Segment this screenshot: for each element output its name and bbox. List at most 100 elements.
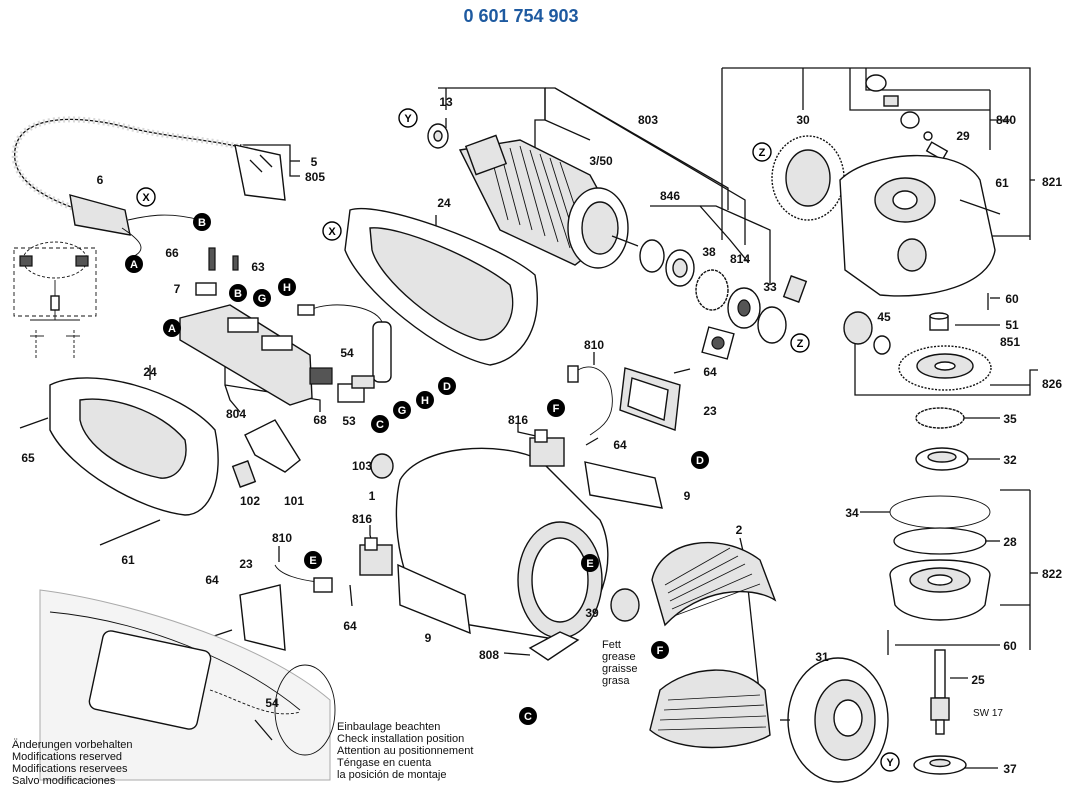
svg-text:Attention au positionnement: Attention au positionnement [337, 745, 473, 757]
marker-y-2: Y [880, 752, 900, 772]
svg-text:grease: grease [602, 651, 636, 663]
label-65: 65 [21, 451, 35, 465]
label-33: 33 [763, 280, 777, 294]
wiring-schematic [13, 241, 97, 360]
field-coil-lower [649, 669, 771, 749]
svg-text:Modifications reserved: Modifications reserved [12, 751, 122, 763]
label-23-upper: 23 [703, 404, 717, 418]
svg-text:X: X [328, 226, 336, 238]
label-45: 45 [877, 310, 891, 324]
label-810-lower: 810 [272, 531, 292, 545]
screws-65-61 [19, 417, 161, 546]
rings-846-38-814 [639, 239, 808, 360]
marker-f-1: F [547, 399, 565, 417]
label-821: 821 [1042, 175, 1062, 189]
rings-34-28 [889, 495, 991, 555]
svg-text:Check installation position: Check installation position [337, 733, 464, 745]
svg-text:G: G [398, 405, 407, 417]
svg-text:H: H [283, 282, 291, 294]
label-24-lower: 24 [143, 365, 157, 379]
label-846: 846 [660, 189, 680, 203]
brush-holder-816-lower [359, 537, 393, 576]
svg-text:H: H [421, 395, 429, 407]
label-23-lower: 23 [239, 557, 253, 571]
label-814: 814 [730, 252, 750, 266]
svg-text:A: A [130, 259, 138, 271]
bearing-flange-822 [887, 559, 991, 655]
label-39: 39 [585, 606, 599, 620]
label-2: 2 [736, 523, 743, 537]
power-cord [11, 116, 286, 259]
label-101: 101 [284, 494, 304, 508]
marker-z-1: Z [752, 142, 772, 162]
label-3-50: 3/50 [589, 154, 613, 168]
svg-text:grasa: grasa [602, 675, 630, 687]
svg-text:F: F [657, 645, 664, 657]
foil-9-lower [397, 563, 471, 635]
label-37: 37 [1003, 762, 1017, 776]
svg-text:Salvo modificaciones: Salvo modificaciones [12, 775, 116, 787]
label-34: 34 [845, 506, 859, 520]
label-60-bottom: 60 [1003, 639, 1017, 653]
svg-text:Z: Z [759, 147, 766, 159]
marker-a-2: A [163, 319, 181, 337]
marker-c-1: C [371, 415, 389, 433]
svg-text:E: E [309, 555, 316, 567]
label-53: 53 [342, 414, 356, 428]
label-54-upper: 54 [340, 346, 354, 360]
connection-markers: A B B A G H D H G C F D E E F C X X Y Y … [125, 108, 900, 772]
installation-note: Einbaulage beachten Check installation p… [337, 721, 473, 781]
marker-g-1: G [253, 289, 271, 307]
crown-gear-826 [898, 345, 992, 391]
label-61-bottom: 61 [121, 553, 135, 567]
label-30: 30 [796, 113, 810, 127]
svg-text:E: E [586, 558, 593, 570]
label-64-c: 64 [205, 573, 219, 587]
handle-housing-lower [49, 377, 219, 516]
sleeve-51 [929, 312, 949, 331]
marker-h-1: H [278, 278, 296, 296]
modifications-note: Änderungen vorbehalten Modifications res… [12, 739, 132, 787]
marker-d-2: D [691, 451, 709, 469]
svg-text:D: D [696, 455, 704, 467]
label-5: 5 [311, 155, 318, 169]
gear-head-housing [839, 154, 1001, 310]
svg-text:B: B [198, 217, 206, 229]
svg-text:Y: Y [404, 113, 412, 125]
svg-text:X: X [142, 192, 150, 204]
label-68: 68 [313, 413, 327, 427]
part-103 [370, 453, 394, 479]
grease-part-39 [610, 588, 640, 622]
marker-x-1: X [136, 187, 156, 207]
handle-housing-upper [344, 208, 538, 366]
marker-x-2: X [322, 221, 342, 241]
label-28: 28 [1003, 535, 1017, 549]
pinion-45 [843, 311, 891, 355]
marker-h-2: H [416, 391, 434, 409]
field-coil-upper [651, 541, 777, 627]
label-803: 803 [638, 113, 658, 127]
svg-text:Fett: Fett [602, 639, 621, 651]
switch-assembly [179, 304, 333, 406]
brush-holder-816-upper [529, 429, 565, 467]
bearing-13 [427, 123, 449, 149]
marker-e-2: E [581, 554, 599, 572]
bevel-gear-30 [771, 135, 845, 221]
foil-9-upper [584, 461, 663, 509]
small-parts-840 [865, 74, 949, 161]
label-32: 32 [1003, 453, 1017, 467]
label-25: 25 [971, 673, 985, 687]
label-64-d: 64 [343, 619, 357, 633]
svg-text:Änderungen vorbehalten: Änderungen vorbehalten [12, 739, 132, 751]
grease-note: Fett grease graisse grasa [602, 639, 637, 687]
svg-text:C: C [376, 419, 384, 431]
fan-guard-31 [780, 657, 889, 783]
nut-37 [913, 755, 967, 775]
marker-e-1: E [304, 551, 322, 569]
label-9-lower: 9 [425, 631, 432, 645]
label-103: 103 [352, 459, 372, 473]
label-6: 6 [97, 173, 104, 187]
svg-text:Modifications reservees: Modifications reservees [12, 763, 128, 775]
label-24-upper: 24 [437, 196, 451, 210]
